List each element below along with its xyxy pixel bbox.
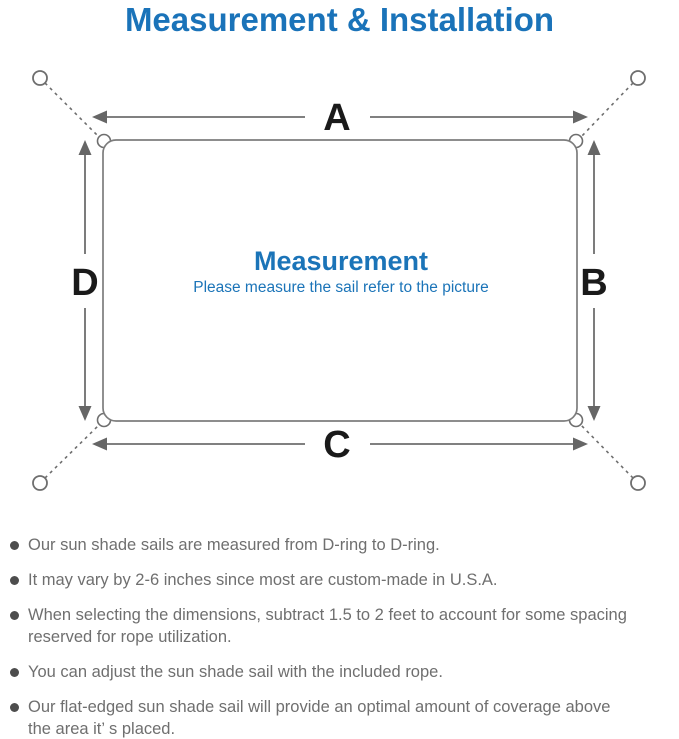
- arrowhead-down-icon: [587, 406, 601, 421]
- dim-label-d: D: [71, 262, 98, 304]
- note-text: You can adjust the sun shade sail with t…: [28, 663, 443, 681]
- list-item: Our sun shade sails are measured from D-…: [8, 534, 673, 556]
- note-text: reserved for rope utilization.: [28, 628, 232, 646]
- anchor-ring-icon: [630, 475, 646, 491]
- dashed-rope-line-top-right: [579, 82, 634, 139]
- bullet-icon: [10, 576, 19, 585]
- bullet-icon: [10, 703, 19, 712]
- bullet-icon: [10, 541, 19, 550]
- dim-label-c: C: [323, 424, 350, 466]
- arrowhead-up-icon: [78, 140, 92, 155]
- dashed-rope-line-bottom-left: [44, 423, 101, 479]
- measurement-diagram: A C D B Measurement Please measure the s…: [32, 70, 646, 491]
- anchor-ring-icon: [32, 475, 48, 491]
- arrowhead-left-icon: [92, 437, 107, 451]
- arrowhead-down-icon: [78, 406, 92, 421]
- bullet-icon: [10, 611, 19, 620]
- list-item: It may vary by 2-6 inches since most are…: [8, 569, 673, 591]
- note-text: the area it’ s placed.: [28, 720, 176, 738]
- dim-label-b: B: [580, 262, 607, 304]
- arrowhead-right-icon: [573, 110, 588, 124]
- note-text: When selecting the dimensions, subtract …: [28, 606, 627, 624]
- arrowhead-right-icon: [573, 437, 588, 451]
- dim-label-a: A: [323, 97, 350, 139]
- center-caption-subtitle: Please measure the sail refer to the pic…: [193, 279, 489, 296]
- note-text: It may vary by 2-6 inches since most are…: [28, 571, 498, 589]
- center-caption-title: Measurement: [254, 246, 428, 276]
- list-item: When selecting the dimensions, subtract …: [8, 604, 673, 648]
- list-item: You can adjust the sun shade sail with t…: [8, 661, 673, 683]
- note-text: Our flat-edged sun shade sail will provi…: [28, 698, 611, 716]
- anchor-ring-icon: [32, 70, 48, 86]
- dashed-rope-line-top-left: [44, 82, 101, 139]
- anchor-ring-icon: [630, 70, 646, 86]
- bullet-icon: [10, 668, 19, 677]
- notes-list: Our sun shade sails are measured from D-…: [8, 534, 673, 739]
- arrowhead-up-icon: [587, 140, 601, 155]
- page-title: Measurement & Installation: [124, 1, 555, 38]
- dashed-rope-line-bottom-right: [579, 423, 634, 479]
- sail-rectangle: [102, 139, 578, 422]
- note-text: Our sun shade sails are measured from D-…: [28, 536, 440, 554]
- arrowhead-left-icon: [92, 110, 107, 124]
- list-item: Our flat-edged sun shade sail will provi…: [8, 696, 673, 739]
